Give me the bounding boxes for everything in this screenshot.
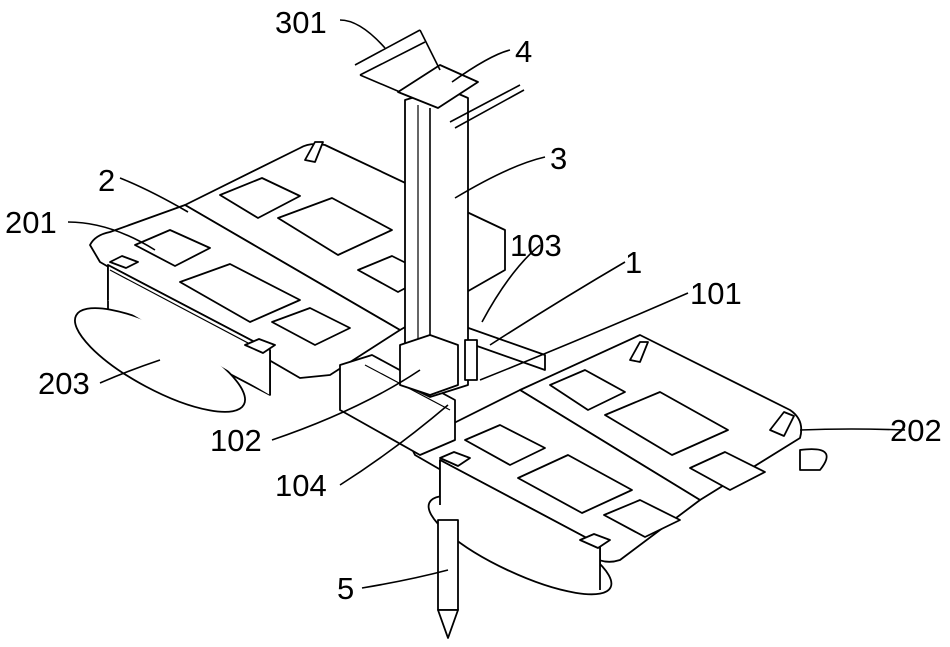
label-3: 3: [550, 143, 567, 174]
label-2: 2: [98, 165, 115, 196]
label-103: 103: [510, 230, 562, 261]
rod: [438, 520, 458, 638]
label-301: 301: [275, 7, 327, 38]
label-5: 5: [337, 573, 354, 604]
column: [400, 88, 477, 397]
label-201: 201: [5, 207, 57, 238]
label-102: 102: [210, 425, 262, 456]
label-203: 203: [38, 368, 90, 399]
label-4: 4: [515, 36, 532, 67]
label-202: 202: [890, 415, 942, 446]
label-104: 104: [275, 470, 327, 501]
label-101: 101: [690, 278, 742, 309]
label-1: 1: [625, 247, 642, 278]
